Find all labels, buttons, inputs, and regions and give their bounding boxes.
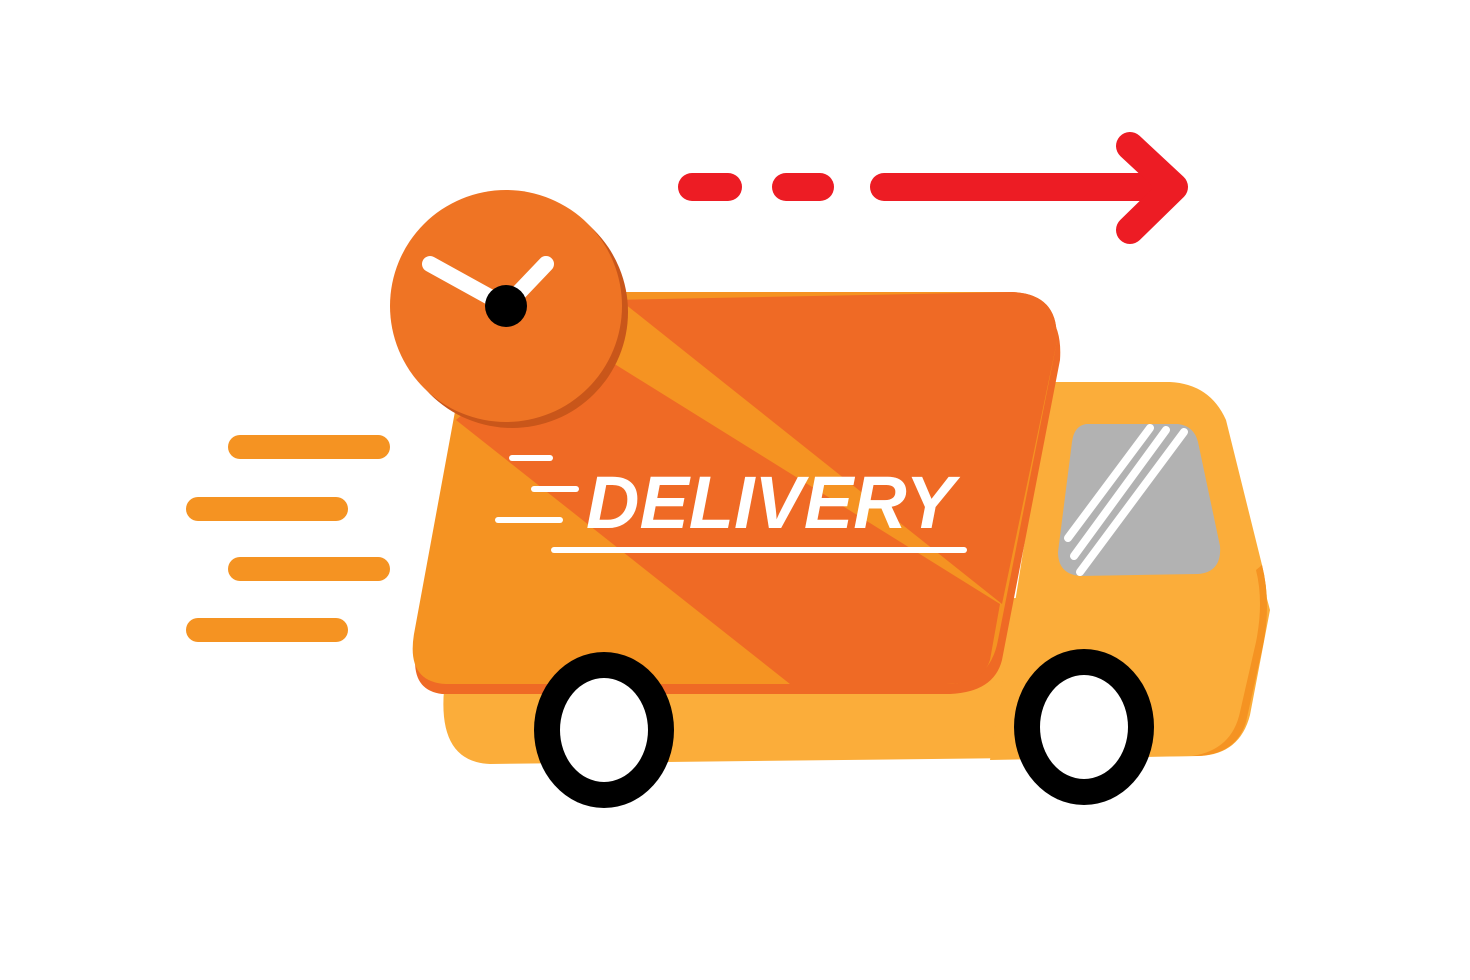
cargo-shadow (456, 292, 1057, 684)
delivery-truck-icon: DELIVERY (412, 292, 1270, 808)
wheel-hub (1040, 675, 1128, 779)
clock-pivot (485, 285, 527, 327)
truck-cab-edge (1192, 565, 1267, 756)
speed-lines-icon (186, 435, 390, 642)
arrow-head (1116, 132, 1188, 244)
truck-window (1058, 424, 1221, 576)
wheel-rear (534, 652, 674, 808)
text-speed-marks (495, 455, 579, 523)
window-glare-line (1064, 424, 1154, 542)
clock-icon (390, 190, 628, 428)
wheel-front (1014, 649, 1154, 805)
wheel-hub (560, 678, 648, 782)
window-glare-line (1070, 426, 1170, 560)
window-glare-line (1076, 428, 1188, 576)
arrow-right-icon (678, 132, 1188, 244)
delivery-label: DELIVERY (586, 461, 960, 544)
window-glare (1064, 424, 1188, 576)
